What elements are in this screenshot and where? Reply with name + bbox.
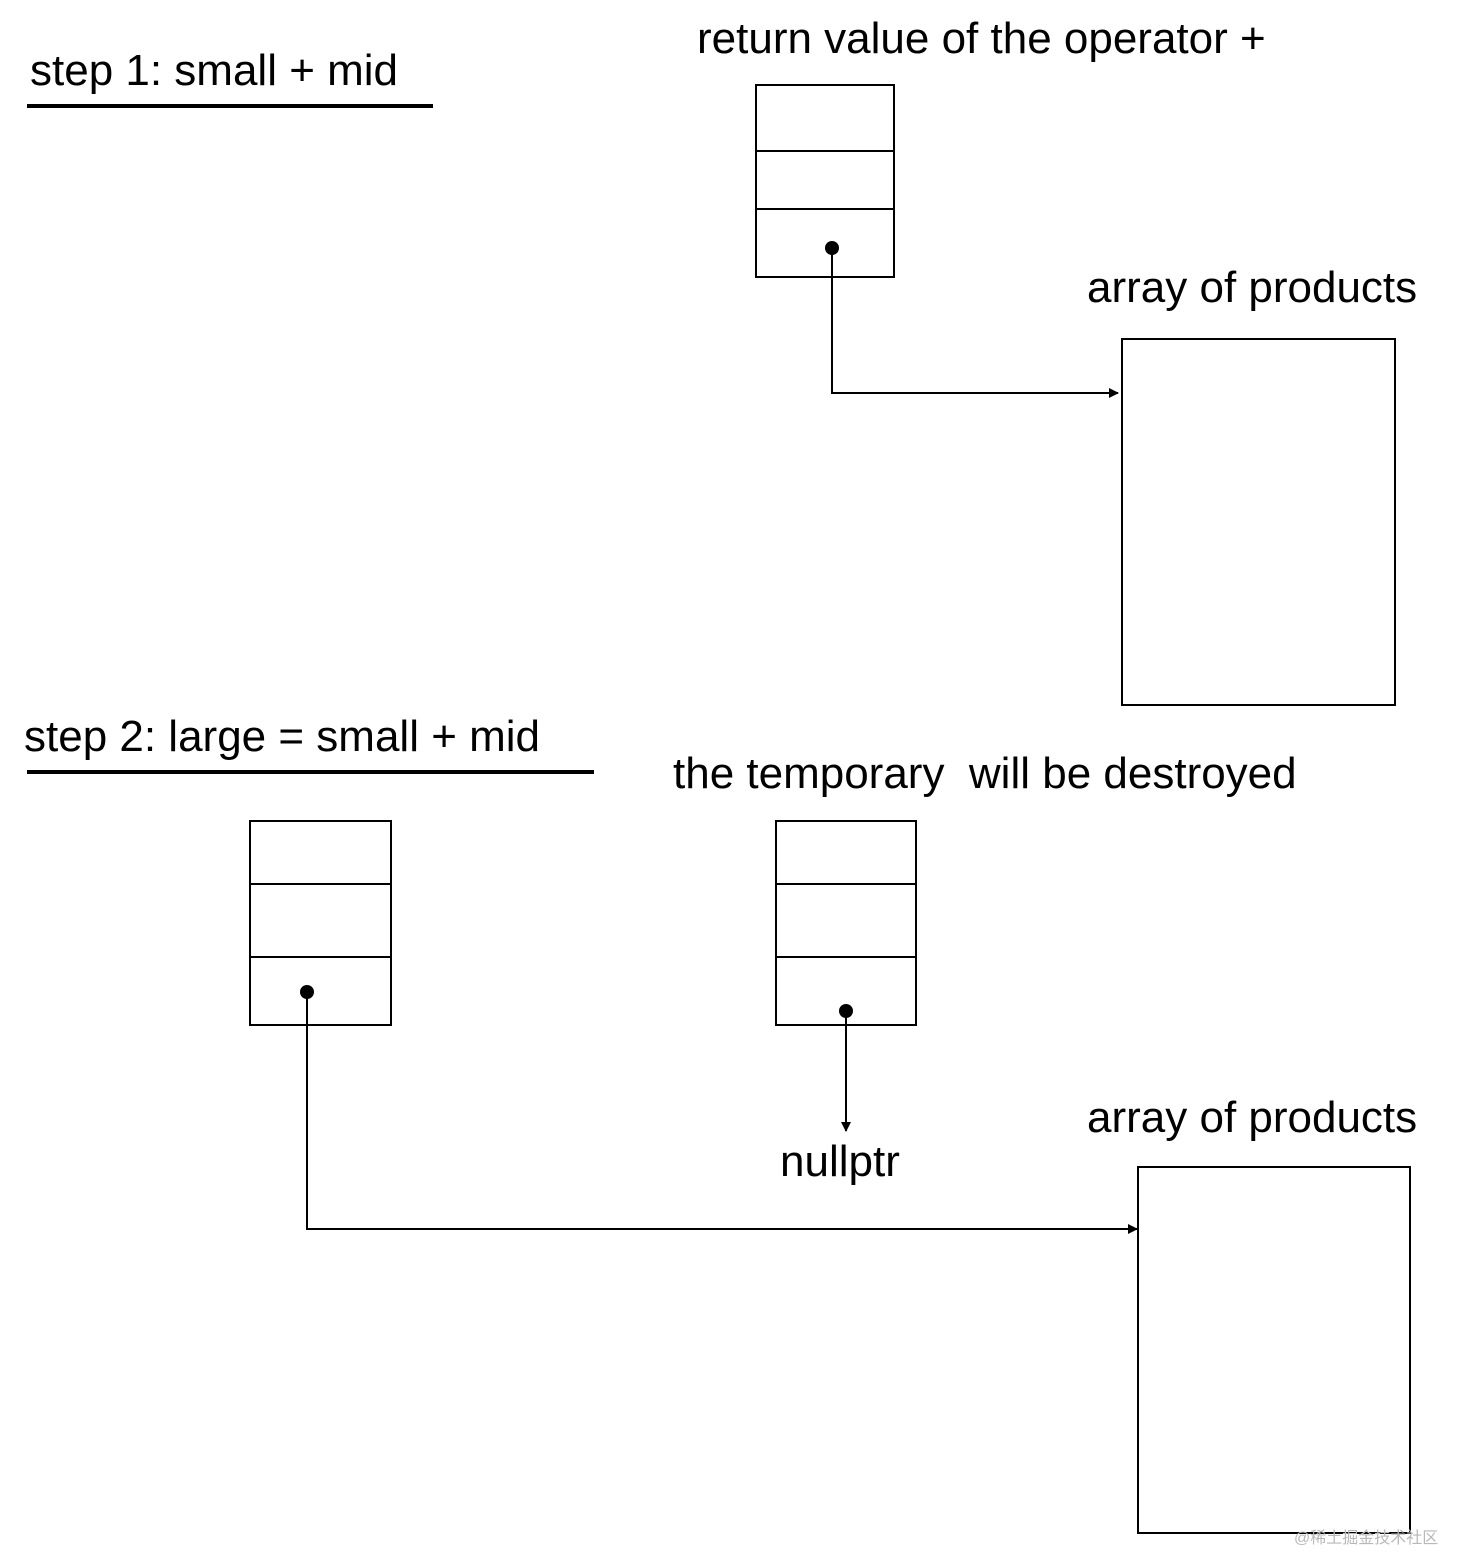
step2-temporary-object <box>775 820 917 1026</box>
step1-return-object <box>755 84 895 278</box>
step2-products-array <box>1137 1166 1411 1534</box>
step1-title: step 1: small + mid <box>30 46 398 95</box>
step2-array-label: array of products <box>1087 1093 1417 1142</box>
step1-return-label: return value of the operator + <box>697 14 1266 63</box>
step2-title: step 2: large = small + mid <box>24 712 540 761</box>
step1-products-array <box>1121 338 1396 706</box>
watermark: @稀土掘金技术社区 <box>1294 1529 1438 1547</box>
large-object-frame <box>249 820 392 1026</box>
step1-array-label: array of products <box>1087 263 1417 312</box>
step1-pointer-arrow <box>831 248 1119 398</box>
step2-large-object <box>249 820 392 1026</box>
step2-temp-label: the temporary will be destroyed <box>673 749 1297 798</box>
return-object-frame <box>755 84 895 278</box>
nullptr-label: nullptr <box>780 1137 900 1186</box>
temporary-object-frame <box>775 820 917 1026</box>
step2-pointer-arrow <box>306 992 1138 1234</box>
